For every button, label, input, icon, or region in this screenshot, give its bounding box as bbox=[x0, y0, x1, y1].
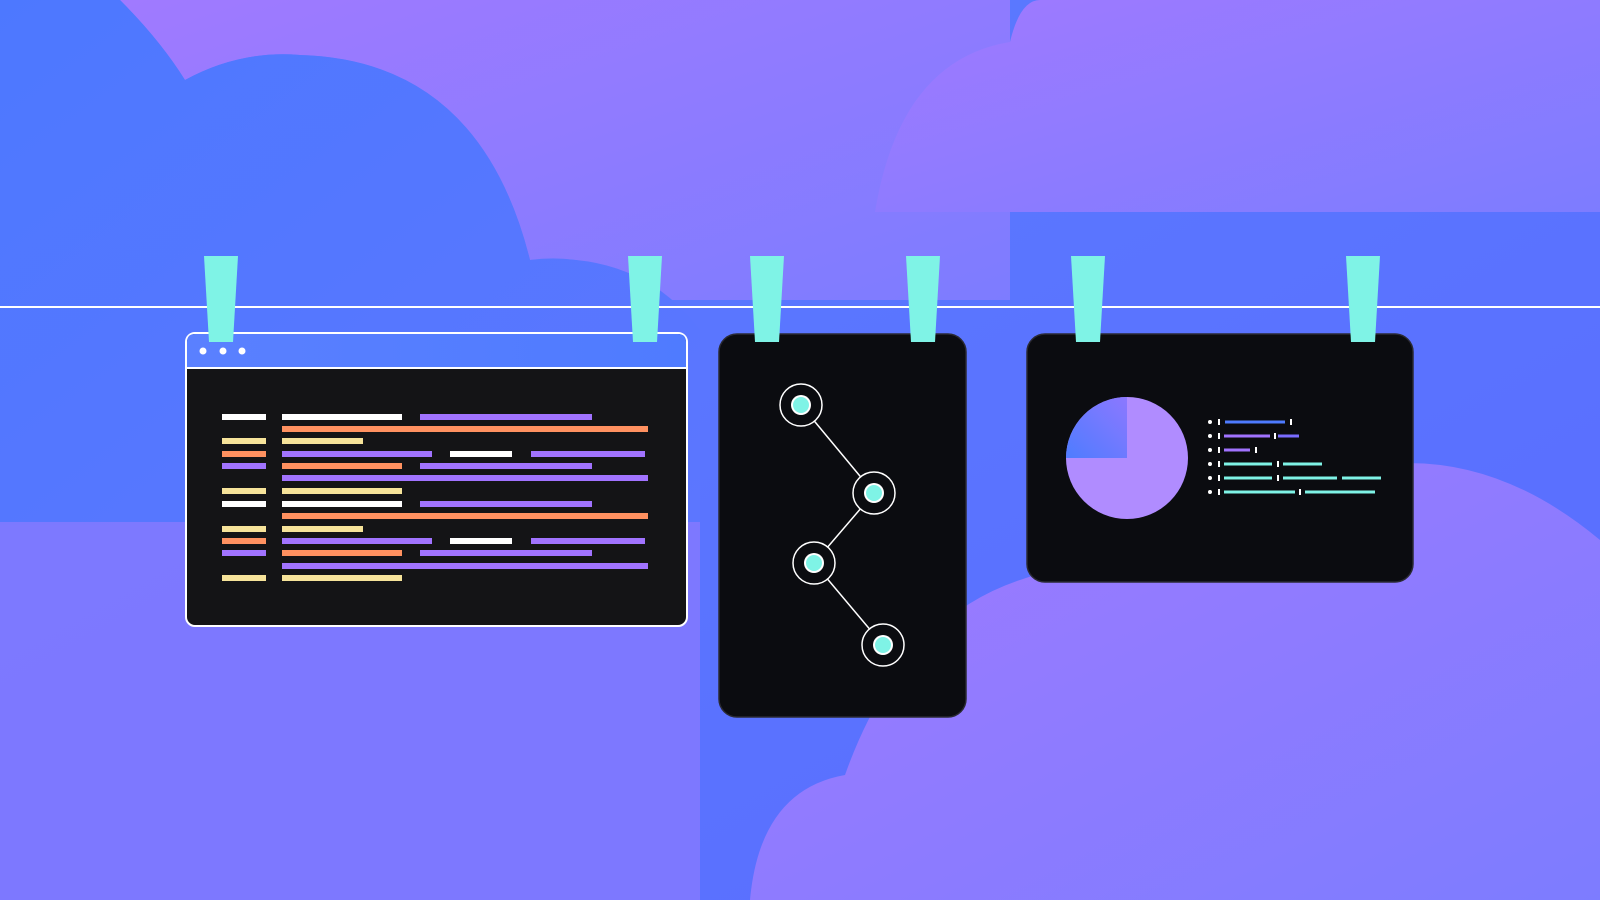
code-line-bar bbox=[282, 550, 402, 556]
code-line-bar bbox=[282, 463, 402, 469]
legend-tick bbox=[1218, 419, 1220, 425]
code-line-bar bbox=[222, 451, 266, 457]
clothespin bbox=[750, 256, 784, 342]
code-line-bar bbox=[282, 438, 363, 444]
clothespin bbox=[1346, 256, 1380, 342]
code-line-bar bbox=[531, 538, 645, 544]
cloud-top-left bbox=[120, 0, 1010, 300]
code-window-titlebar bbox=[187, 334, 686, 367]
legend-tick bbox=[1299, 489, 1301, 495]
code-line-bar bbox=[282, 538, 432, 544]
clothespin bbox=[204, 256, 238, 342]
legend-dot bbox=[1208, 462, 1212, 466]
code-line-bar bbox=[282, 451, 432, 457]
legend-dot bbox=[1208, 490, 1212, 494]
legend-bar bbox=[1278, 434, 1299, 438]
code-line-bar bbox=[222, 526, 266, 532]
code-line-bar bbox=[222, 575, 266, 581]
legend-bar bbox=[1225, 420, 1285, 424]
legend-dot bbox=[1208, 476, 1212, 480]
legend-tick bbox=[1277, 475, 1279, 481]
legend-bar bbox=[1283, 476, 1337, 480]
code-lines bbox=[222, 414, 648, 581]
graph-card bbox=[718, 333, 967, 718]
pie-slice-quarter bbox=[1066, 397, 1127, 458]
code-line-bar bbox=[222, 488, 266, 494]
clothespin bbox=[1071, 256, 1105, 342]
graph-node bbox=[875, 637, 891, 653]
three-dot-icon bbox=[199, 347, 246, 355]
legend-dot bbox=[1208, 448, 1212, 452]
legend-bar bbox=[1224, 462, 1272, 466]
node-graph-icon bbox=[779, 383, 905, 667]
code-line-bar bbox=[450, 538, 512, 544]
code-line-bar bbox=[420, 414, 592, 420]
code-line-bar bbox=[222, 414, 266, 420]
code-line-bar bbox=[282, 501, 402, 507]
code-line-bar bbox=[282, 513, 648, 519]
legend-tick bbox=[1218, 475, 1220, 481]
code-window-card bbox=[185, 332, 688, 627]
code-line-bar bbox=[222, 550, 266, 556]
legend-tick bbox=[1218, 461, 1220, 467]
legend-bar bbox=[1283, 462, 1322, 466]
legend-tick bbox=[1218, 489, 1220, 495]
legend-bar bbox=[1224, 434, 1270, 438]
legend-tick bbox=[1290, 419, 1292, 425]
pie-legend bbox=[1208, 419, 1381, 495]
pie-card bbox=[1026, 333, 1414, 583]
graph-node bbox=[793, 397, 809, 413]
code-line-bar bbox=[282, 575, 402, 581]
legend-tick bbox=[1218, 447, 1220, 453]
code-line-bar bbox=[222, 463, 266, 469]
graph-node bbox=[806, 555, 822, 571]
legend-bar bbox=[1342, 476, 1381, 480]
code-line-bar bbox=[420, 463, 592, 469]
graph-node bbox=[866, 485, 882, 501]
code-line-bar bbox=[531, 451, 645, 457]
clothespins bbox=[204, 256, 1380, 342]
legend-dot bbox=[1208, 420, 1212, 424]
code-line-bar bbox=[450, 451, 512, 457]
legend-bar bbox=[1224, 490, 1295, 494]
code-line-bar bbox=[420, 550, 592, 556]
legend-tick bbox=[1274, 433, 1276, 439]
clothespin bbox=[628, 256, 662, 342]
legend-tick bbox=[1255, 447, 1257, 453]
legend-bar bbox=[1224, 448, 1250, 452]
code-line-bar bbox=[282, 426, 648, 432]
cloud-top-right bbox=[875, 0, 1600, 212]
legend-bar bbox=[1305, 490, 1375, 494]
code-line-bar bbox=[282, 563, 648, 569]
pie-chart-icon bbox=[1066, 397, 1188, 519]
code-line-bar bbox=[282, 475, 648, 481]
code-line-bar bbox=[222, 501, 266, 507]
legend-bar bbox=[1224, 476, 1272, 480]
legend-tick bbox=[1277, 461, 1279, 467]
legend-tick bbox=[1218, 433, 1220, 439]
code-line-bar bbox=[282, 488, 402, 494]
code-line-bar bbox=[222, 438, 266, 444]
legend-dot bbox=[1208, 434, 1212, 438]
code-line-bar bbox=[282, 526, 363, 532]
code-line-bar bbox=[282, 414, 402, 420]
code-line-bar bbox=[222, 538, 266, 544]
clothespin bbox=[906, 256, 940, 342]
code-line-bar bbox=[420, 501, 592, 507]
